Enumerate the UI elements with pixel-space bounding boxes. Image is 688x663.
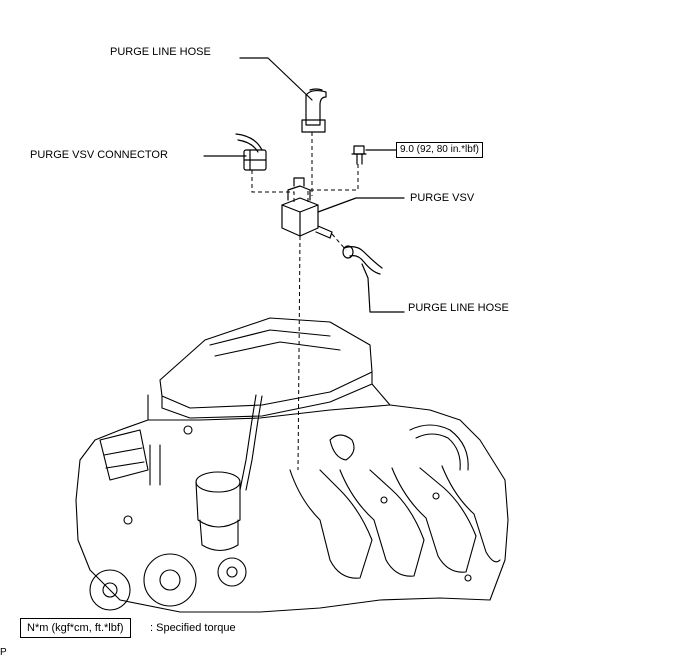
vsv-connector-part	[235, 133, 267, 171]
legend-description: : Specified torque	[150, 622, 236, 634]
corner-code: P	[0, 647, 7, 658]
bolt-part	[351, 145, 367, 165]
purge-line-hose-top-part	[301, 88, 327, 133]
purge-line-hose-bottom-label: PURGE LINE HOSE	[408, 302, 509, 314]
legend-unit-box: N*m (kgf*cm, ft.*lbf)	[20, 618, 131, 638]
purge-vsv-connector-label: PURGE VSV CONNECTOR	[30, 149, 168, 161]
purge-vsv-part	[281, 177, 333, 239]
purge-line-hose-top-label: PURGE LINE HOSE	[110, 46, 211, 58]
purge-vsv-label: PURGE VSV	[410, 192, 475, 204]
purge-line-hose-bottom-part	[342, 245, 383, 275]
torque-spec-box: 9.0 (92, 80 in.*lbf)	[396, 142, 483, 158]
